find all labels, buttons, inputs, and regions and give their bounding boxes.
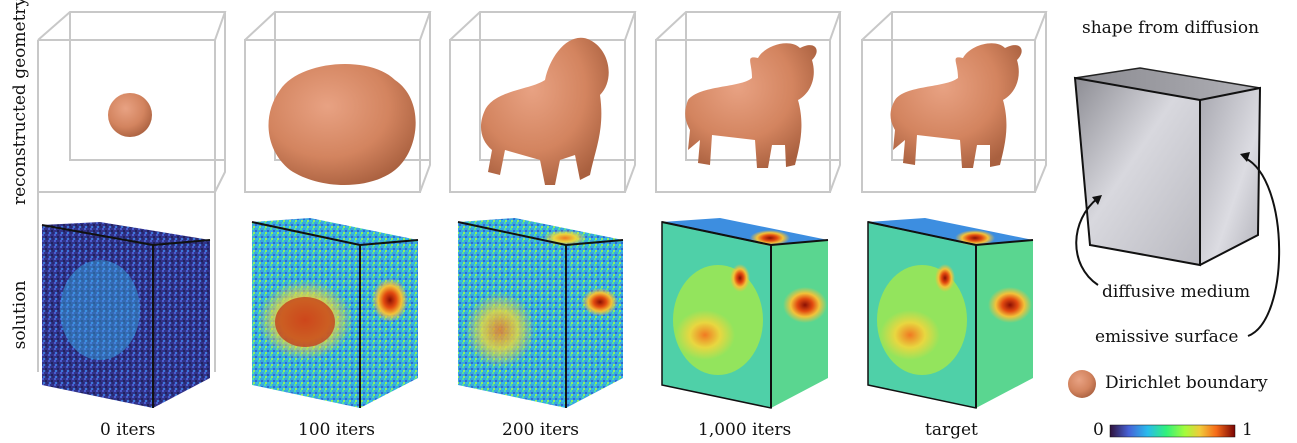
shape-cow-rough <box>480 37 609 186</box>
shape-cow-target <box>890 43 1022 168</box>
arrow-surface <box>1244 157 1281 337</box>
legend-title: shape from diffusion <box>1082 18 1260 38</box>
shape-cow-refined <box>685 43 817 168</box>
wireframe-box-1 <box>244 11 432 193</box>
solution-box-2 <box>457 218 624 408</box>
solution-box-3 <box>661 218 829 409</box>
legend-surface-label: emissive surface <box>1095 327 1239 347</box>
wireframe-box-3 <box>655 11 842 193</box>
shape-blob <box>268 63 416 185</box>
dirichlet-boundary-icon <box>1068 370 1096 398</box>
wireframe-box-0 <box>37 11 227 372</box>
column-label-2: 200 iters <box>502 420 580 440</box>
colorbar-min-label: 0 <box>1093 420 1104 440</box>
colorbar-max-label: 1 <box>1242 420 1253 440</box>
column-label-0: 0 iters <box>100 420 156 440</box>
diffusion-box-illustration <box>1073 67 1281 337</box>
column-label-1: 100 iters <box>298 420 376 440</box>
arrow-medium <box>1075 197 1099 286</box>
colorbar <box>1109 424 1236 438</box>
shape-sphere <box>108 93 152 137</box>
legend-medium-label: diffusive medium <box>1102 282 1251 302</box>
column-label-3: 1,000 iters <box>698 420 792 440</box>
solution-box-1 <box>251 218 419 408</box>
solution-box-0 <box>41 222 211 408</box>
solution-box-4 <box>867 218 1034 409</box>
legend-boundary-label: Dirichlet boundary <box>1105 373 1268 393</box>
column-label-4: target <box>925 420 978 440</box>
wireframe-box-4 <box>861 11 1048 193</box>
